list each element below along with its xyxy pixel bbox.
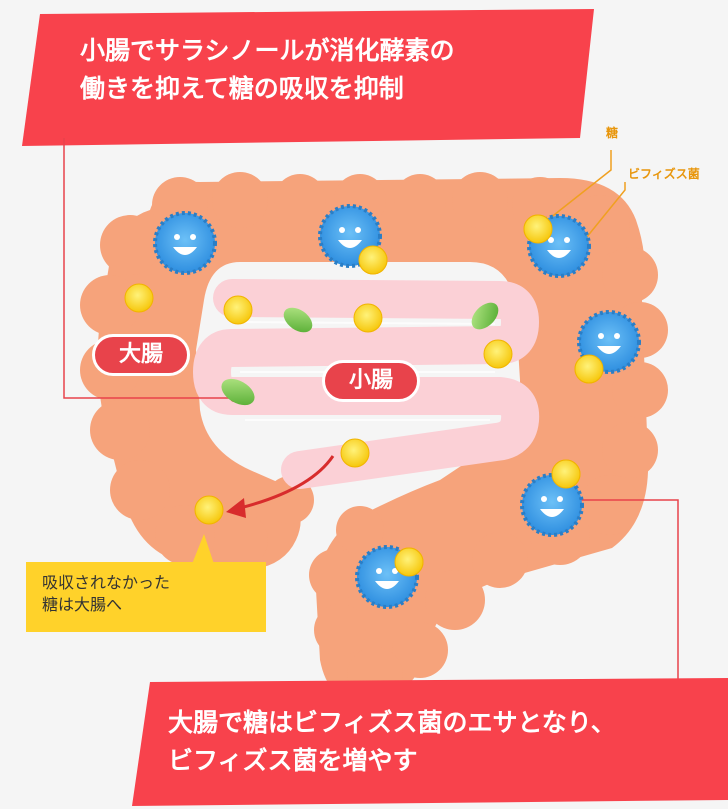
annotation-lines	[63, 138, 679, 680]
sugar-icon	[194, 495, 224, 525]
top-banner-line2: 働きを抑えて糖の吸収を抑制	[80, 73, 404, 103]
sugar-icon	[394, 547, 424, 577]
sugar-icon	[223, 295, 253, 325]
leaf-connector-line	[63, 138, 234, 399]
sugar-icon	[340, 438, 370, 468]
sugar-icon	[483, 339, 513, 369]
bottom-connector-line	[572, 499, 679, 680]
sugar-annotation-line	[539, 150, 612, 227]
bottom-banner: 大腸で糖はビフィズス菌のエサとなり、 ビフィズス菌を増やす	[168, 704, 616, 779]
small-intestine	[193, 279, 540, 489]
large-intestine-label: 大腸	[92, 334, 190, 376]
leaf-icon	[221, 378, 255, 406]
bifidobacteria-icon	[153, 211, 217, 275]
callout-line1: 吸収されなかった	[42, 573, 171, 592]
callout-line2: 糖は大腸へ	[42, 594, 123, 614]
leaf-icons	[221, 302, 499, 406]
callout-pointer	[192, 534, 214, 564]
bifidobacteria-tag: ビフィズス菌	[628, 167, 700, 181]
bottom-banner-line2: ビフィズス菌を増やす	[168, 745, 418, 775]
bottom-banner-line1: 大腸で糖はビフィズス菌のエサとなり、	[168, 708, 616, 737]
sugar-icon	[353, 303, 383, 333]
top-banner-line1: 小腸でサラシノールが消化酵素の	[80, 36, 455, 65]
bottom-banner-shape	[132, 678, 728, 806]
bifidobacteria-icon	[520, 473, 584, 537]
unabsorbed-sugar-callout: 吸収されなかった 糖は大腸へ	[26, 562, 266, 632]
top-banner-shape	[22, 9, 594, 146]
small-intestine-label: 小腸	[322, 360, 420, 402]
sugar-tag: 糖	[606, 126, 619, 140]
leaf-icon	[471, 302, 499, 330]
top-banner: 小腸でサラシノールが消化酵素の 働きを抑えて糖の吸収を抑制	[80, 32, 455, 107]
sugar-icon	[574, 354, 604, 384]
sugar-icon	[523, 214, 553, 244]
sugar-icon	[124, 283, 154, 313]
bifido-annotation-line	[581, 182, 626, 244]
leaf-icon	[283, 307, 313, 333]
sugar-flow-arrow	[239, 455, 335, 510]
sugar-icon	[551, 459, 581, 489]
sugar-icon	[358, 245, 388, 275]
